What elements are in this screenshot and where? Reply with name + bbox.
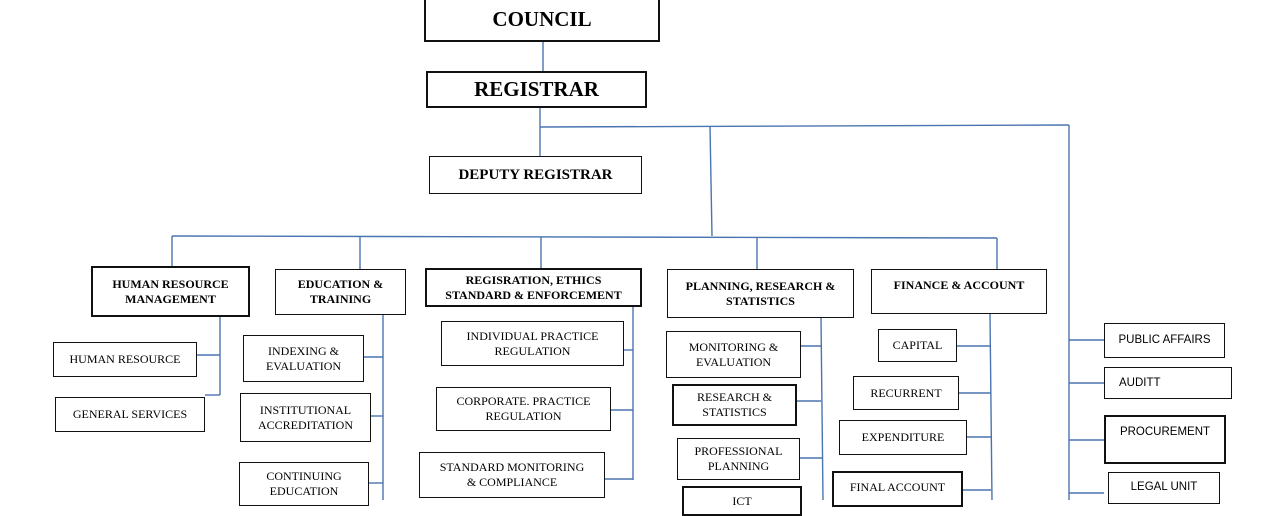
registrar-box: REGISTRAR [426, 71, 647, 108]
plan-unit-professional-planning: PROFESSIONAL PLANNING [677, 438, 800, 480]
edu-unit-indexing-evaluation: INDEXING & EVALUATION [243, 335, 364, 382]
edu-unit-institutional-accreditation: INSTITUTIONAL ACCREDITATION [240, 393, 371, 442]
deputy-registrar-box: DEPUTY REGISTRAR [429, 156, 642, 194]
plan-unit-monitoring-evaluation: MONITORING & EVALUATION [666, 331, 801, 378]
dept-education-training: EDUCATION & TRAINING [275, 269, 406, 315]
hrm-unit-human-resource: HUMAN RESOURCE [53, 342, 197, 377]
fin-unit-expenditure: EXPENDITURE [839, 420, 967, 455]
connectors [171, 42, 1104, 500]
dept-planning-research: PLANNING, RESEARCH & STATISTICS [667, 269, 854, 318]
plan-unit-ict: ICT [682, 486, 802, 516]
unit-public-affairs: PUBLIC AFFAIRS [1104, 323, 1225, 358]
dept-human-resource-management: HUMAN RESOURCE MANAGEMENT [91, 266, 250, 317]
unit-audit: AUDITT [1104, 367, 1232, 399]
hrm-unit-general-services: GENERAL SERVICES [55, 397, 205, 432]
unit-legal-unit: LEGAL UNIT [1108, 472, 1220, 504]
unit-procurement: PROCUREMENT [1104, 415, 1226, 464]
fin-unit-final-account: FINAL ACCOUNT [832, 471, 963, 507]
fin-unit-capital: CAPITAL [878, 329, 957, 362]
dept-finance-account: FINANCE & ACCOUNT [871, 269, 1047, 314]
edu-unit-continuing-education: CONTINUING EDUCATION [239, 462, 369, 506]
council-box: COUNCIL [424, 0, 660, 42]
reg-unit-corporate-practice: CORPORATE. PRACTICE REGULATION [436, 387, 611, 431]
connector-lines [171, 42, 1104, 500]
reg-unit-standard-monitoring: STANDARD MONITORING & COMPLIANCE [419, 452, 605, 498]
fin-unit-recurrent: RECURRENT [853, 376, 959, 410]
plan-unit-research-statistics: RESEARCH & STATISTICS [672, 384, 797, 426]
reg-unit-individual-practice: INDIVIDUAL PRACTICE REGULATION [441, 321, 624, 366]
dept-registration-ethics: REGISRATION, ETHICS STANDARD & ENFORCEME… [425, 268, 642, 307]
